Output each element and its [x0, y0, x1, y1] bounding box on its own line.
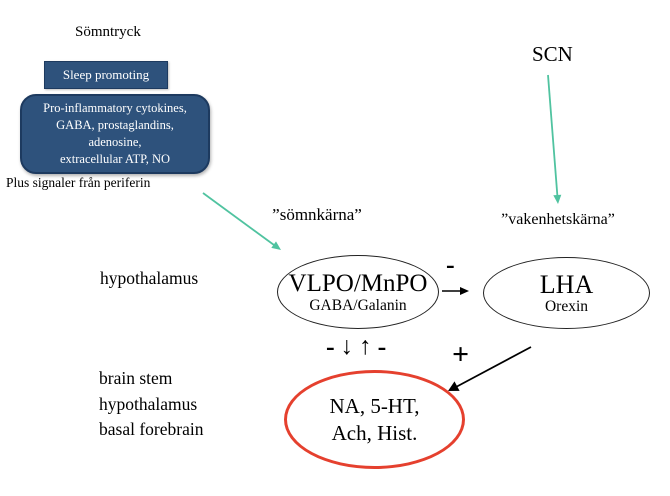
- sleep-nucleus-name: VLPO/MnPO: [288, 269, 428, 297]
- sleep-nucleus-ellipse: VLPO/MnPO GABA/Galanin: [277, 255, 439, 329]
- target-nuclei-line1: NA, 5-HT,: [329, 393, 420, 418]
- factor-line: Pro-inflammatory cytokines,: [43, 101, 187, 115]
- mutual-right-minus: -: [377, 332, 387, 361]
- wake-nucleus-ellipse: LHA Orexin: [483, 257, 650, 329]
- sleep-promoting-label: Sleep promoting: [62, 67, 150, 82]
- sleep-nucleus-caption: ”sömnkärna”: [272, 205, 362, 224]
- factor-line: GABA, prostaglandins,: [56, 118, 174, 132]
- vlpo-to-lha-arrow: [442, 287, 469, 295]
- wake-nucleus-transmitters: Orexin: [544, 298, 589, 315]
- target-regions: brain stem hypothalamus basal forebrain: [99, 366, 203, 443]
- mutual-inhibition-group: - ↓ ↑ -: [326, 332, 386, 362]
- down-arrow-glyph: ↓: [340, 333, 354, 360]
- factor-line: extracellular ATP, NO: [59, 152, 171, 166]
- sleep-promoting-box: Sleep promoting: [44, 61, 168, 89]
- target-nuclei-ellipse: NA, 5-HT, Ach, Hist.: [284, 370, 465, 469]
- inhibition-sign-vlpo-lha: -: [446, 250, 455, 279]
- target-nuclei-line2: Ach, Hist.: [331, 420, 418, 445]
- factor-line: adenosine,: [88, 135, 142, 149]
- scn-label: SCN: [532, 42, 573, 66]
- hypothalamus-label: hypothalamus: [100, 268, 199, 288]
- excitation-sign: +: [452, 338, 470, 371]
- up-arrow-glyph: ↑: [359, 333, 372, 360]
- target-region-line: hypothalamus: [99, 393, 198, 414]
- scn-arrow: [547, 74, 562, 204]
- cytokine-factors-box: Pro-inflammatory cytokines, GABA, prosta…: [20, 94, 210, 174]
- target-region-line: basal forebrain: [99, 419, 204, 439]
- wake-nucleus-name: LHA: [539, 270, 594, 299]
- sleep-nucleus-transmitters: GABA/Galanin: [309, 296, 407, 314]
- mutual-left-minus: -: [326, 332, 335, 361]
- periphery-note: Plus signaler från periferin: [6, 175, 151, 190]
- sleep-pressure-title: Sömntryck: [75, 24, 141, 40]
- target-region-line: brain stem: [99, 368, 173, 388]
- wake-nucleus-caption: ”vakenhetskärna”: [501, 211, 615, 228]
